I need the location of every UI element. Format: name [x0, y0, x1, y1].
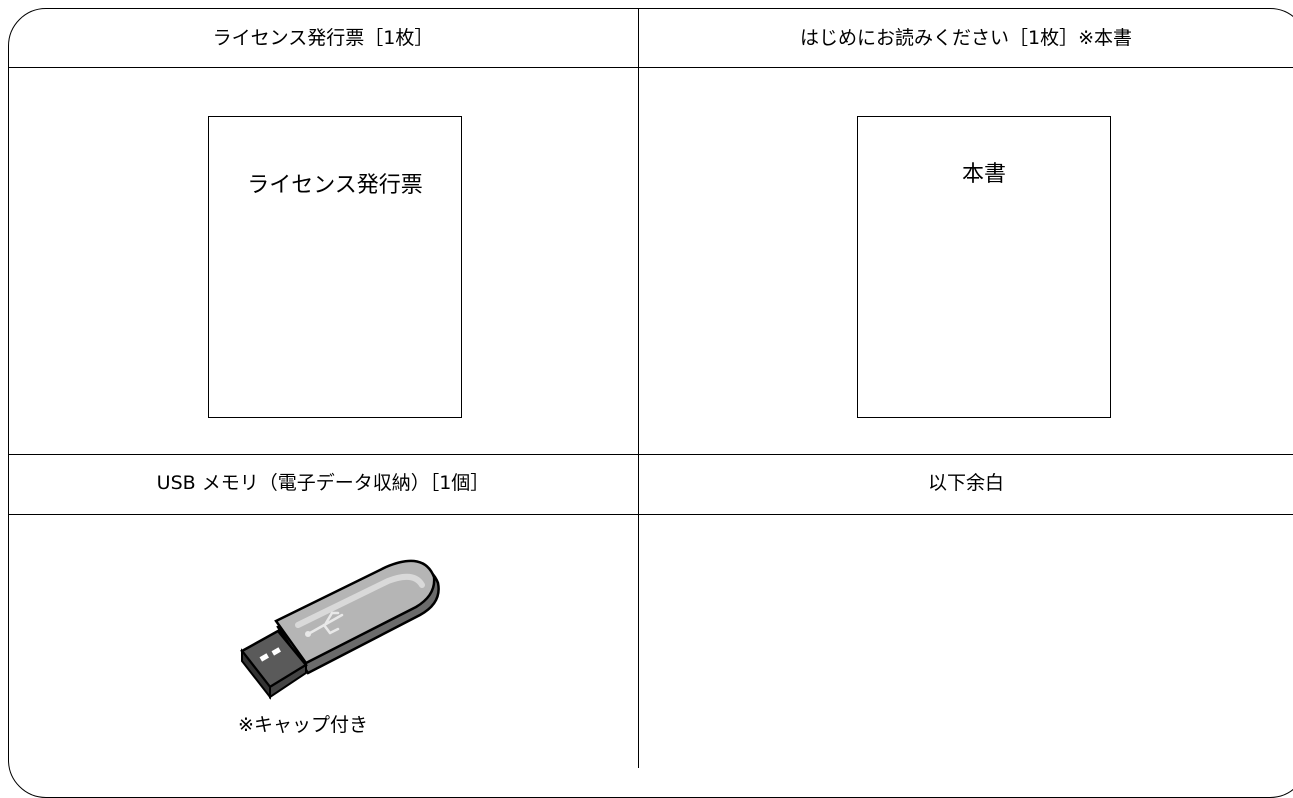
- usb-stick-icon: [240, 559, 440, 700]
- column-divider: [638, 8, 639, 768]
- cap-note: ※キャップ付き: [238, 714, 368, 736]
- row-divider-2: [8, 454, 1293, 455]
- row-divider-3: [8, 514, 1293, 515]
- header-usb-memory: USB メモリ（電子データ収納）［1個］: [156, 472, 490, 494]
- row-divider-1: [8, 67, 1293, 68]
- license-sheet-illustration: ライセンス発行票: [208, 116, 462, 418]
- manual-label: 本書: [961, 162, 1006, 187]
- header-blank-below: 以下余白: [927, 472, 1004, 494]
- header-read-first: はじめにお読みください［1枚］※本書: [799, 27, 1132, 49]
- manual-illustration: 本書: [857, 116, 1111, 418]
- license-sheet-label: ライセンス発行票: [247, 173, 423, 198]
- header-license-sheet: ライセンス発行票［1枚］: [212, 27, 434, 49]
